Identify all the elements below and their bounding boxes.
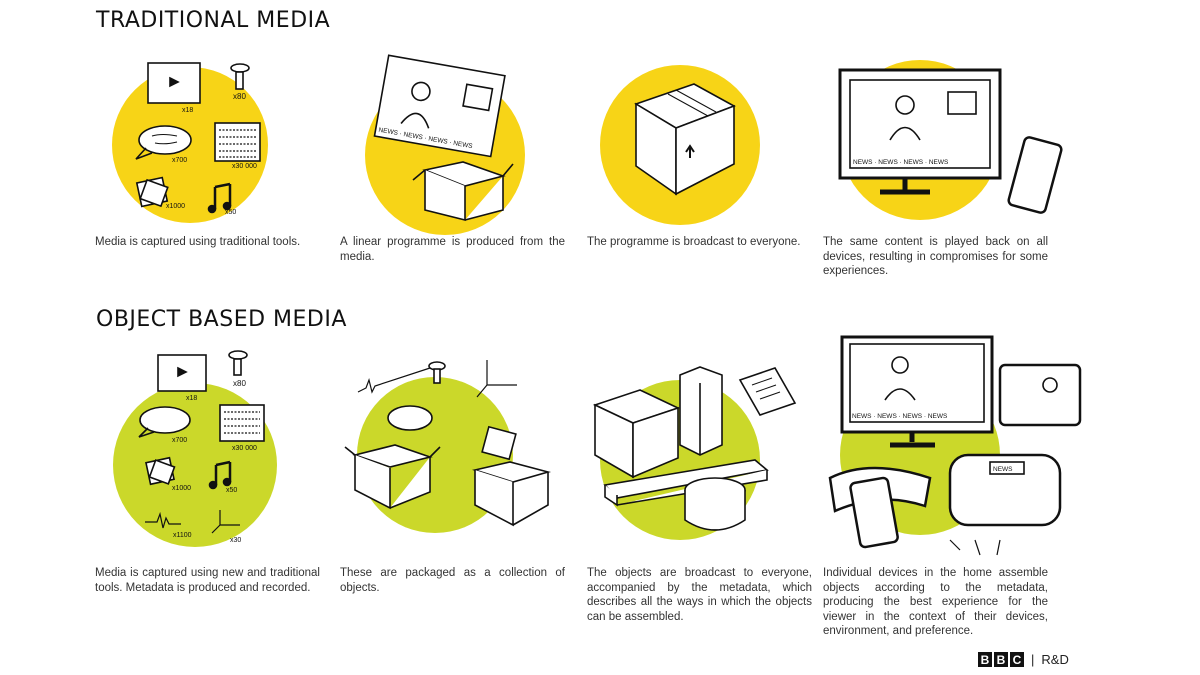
logo-suffix: R&D [1041, 652, 1069, 667]
photos-icon [135, 176, 169, 208]
open-box-icon [344, 444, 441, 510]
logo-letter: C [1010, 652, 1024, 667]
svg-text:x80: x80 [233, 92, 246, 101]
step-capture-traditional: x18 x80 x700 x30 000 x1000 x50 [112, 62, 268, 223]
document-icon [738, 367, 797, 416]
phone-icon [849, 476, 899, 549]
caption-object-4: Individual devices in the home assemble … [823, 567, 1048, 637]
svg-text:x30 000: x30 000 [232, 445, 257, 452]
caption-traditional-4: The same content is played back on all d… [823, 236, 1048, 277]
smartphone-icon [1007, 136, 1063, 214]
caption-object-3: The objects are broadcast to everyone, a… [587, 567, 812, 623]
caption-traditional-3: The programme is broadcast to everyone. [587, 236, 801, 248]
svg-text:x18: x18 [186, 395, 197, 402]
radio-icon: NEWS [948, 453, 1062, 527]
caption-traditional-1: Media is captured using traditional tool… [95, 236, 301, 248]
step-broadcast-objects [592, 366, 797, 540]
step-linear-programme: NEWS · NEWS · NEWS · NEWS [365, 54, 525, 235]
svg-text:x50: x50 [225, 209, 236, 216]
svg-text:x1000: x1000 [166, 203, 185, 210]
svg-text:NEWS · NEWS · NEWS · NEWS: NEWS · NEWS · NEWS · NEWS [852, 413, 948, 420]
open-box-icon [471, 425, 552, 527]
round-box-icon [684, 477, 746, 531]
svg-text:x30: x30 [230, 537, 241, 544]
waveform-icon [357, 367, 431, 394]
speech-bubble-icon [135, 125, 192, 160]
tablet-icon [998, 363, 1082, 427]
signal-lines [949, 539, 1001, 556]
open-box-icon [412, 161, 514, 222]
bbc-rd-logo: B B C | R&D [978, 652, 1069, 667]
svg-text:x1100: x1100 [173, 532, 192, 539]
logo-divider: | [1031, 652, 1035, 667]
tv-monitor-icon: NEWS · NEWS · NEWS · NEWS [840, 335, 994, 448]
logo-letter: B [994, 652, 1008, 667]
tv-monitor-icon: NEWS · NEWS · NEWS · NEWS [838, 68, 1002, 195]
axes-icon [211, 510, 240, 534]
step-broadcast [600, 65, 760, 225]
caption-object-1: Media is captured using new and traditio… [95, 567, 320, 594]
svg-text:x30 000: x30 000 [232, 163, 257, 170]
axes-icon [476, 360, 517, 398]
long-box-icon [603, 459, 769, 507]
step-packaging [344, 360, 552, 533]
step-assemble: NEWS · NEWS · NEWS · NEWS NEWS [828, 335, 1082, 556]
sealed-box-icon [634, 83, 736, 196]
svg-text:NEWS: NEWS [993, 466, 1013, 473]
svg-text:x80: x80 [233, 379, 246, 388]
label-x18: x18 [182, 107, 193, 114]
svg-text:x700: x700 [172, 157, 187, 164]
box-icon [592, 389, 681, 479]
step-capture-object: x18 x80 x700 x30 000 x1000 x50 x1100 x30 [113, 350, 277, 547]
section-title-object-based: OBJECT BASED MEDIA [96, 307, 347, 332]
caption-traditional-2: A linear programme is produced from the … [340, 236, 565, 263]
svg-text:x700: x700 [172, 437, 187, 444]
svg-text:NEWS · NEWS · NEWS · NEWS: NEWS · NEWS · NEWS · NEWS [853, 159, 949, 166]
svg-text:x50: x50 [226, 487, 237, 494]
screw-icon [230, 63, 250, 90]
caption-object-2: These are packaged as a collection of ob… [340, 567, 565, 594]
svg-text:x1000: x1000 [172, 485, 191, 492]
step-playback: NEWS · NEWS · NEWS · NEWS [838, 60, 1063, 220]
waveform-icon [145, 511, 181, 529]
music-note-icon [207, 182, 232, 214]
binary-data-icon [214, 122, 261, 162]
logo-letter: B [978, 652, 992, 667]
tall-box-icon [679, 366, 723, 456]
section-title-traditional: TRADITIONAL MEDIA [96, 8, 331, 33]
